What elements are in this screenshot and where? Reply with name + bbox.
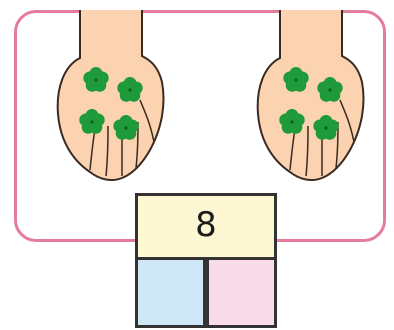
number-bond: 8 [135, 193, 277, 329]
part-left-value[interactable] [139, 263, 203, 321]
open-hand-icon [50, 10, 174, 188]
part-right-value[interactable] [207, 263, 271, 321]
whole-value: 8 [135, 197, 277, 253]
right-hand [250, 10, 374, 188]
open-hand-icon [250, 10, 374, 188]
left-hand [50, 10, 174, 188]
